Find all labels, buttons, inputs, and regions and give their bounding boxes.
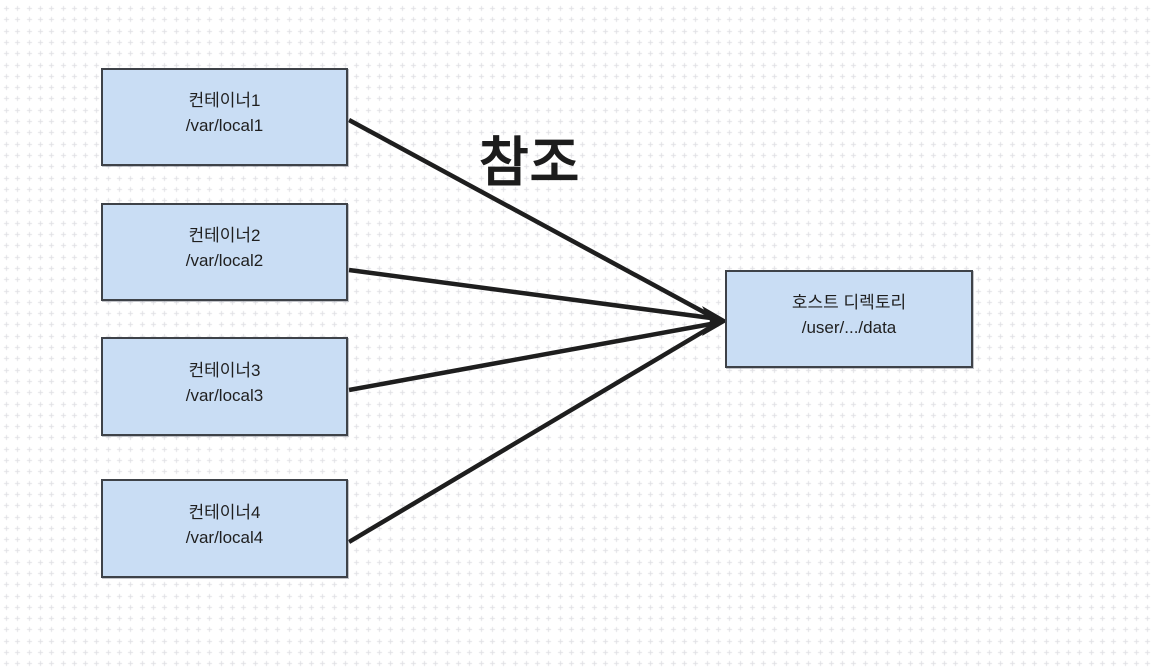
node-container3: 컨테이너3 /var/local3 bbox=[101, 337, 348, 436]
node-container2-title: 컨테이너2 bbox=[188, 226, 261, 245]
node-host-title: 호스트 디렉토리 bbox=[791, 293, 907, 312]
node-container3-path: /var/local3 bbox=[185, 385, 264, 405]
reference-label: 참조 bbox=[479, 133, 581, 193]
node-container4-path: /var/local4 bbox=[185, 527, 264, 547]
node-container1-title: 컨테이너1 bbox=[188, 91, 261, 110]
node-container1-path: /var/local1 bbox=[185, 116, 264, 135]
node-container2-path: /var/local2 bbox=[185, 251, 264, 270]
node-container4-title: 컨테이너4 bbox=[188, 502, 261, 522]
node-container2: 컨테이너2 /var/local2 bbox=[101, 203, 348, 301]
node-container1: 컨테이너1 /var/local1 bbox=[101, 68, 348, 166]
node-container3-title: 컨테이너3 bbox=[188, 360, 261, 380]
node-host-directory: 호스트 디렉토리 /user/.../data bbox=[725, 270, 973, 368]
node-host-path: /user/.../data bbox=[801, 318, 897, 337]
node-container4: 컨테이너4 /var/local4 bbox=[101, 479, 348, 578]
